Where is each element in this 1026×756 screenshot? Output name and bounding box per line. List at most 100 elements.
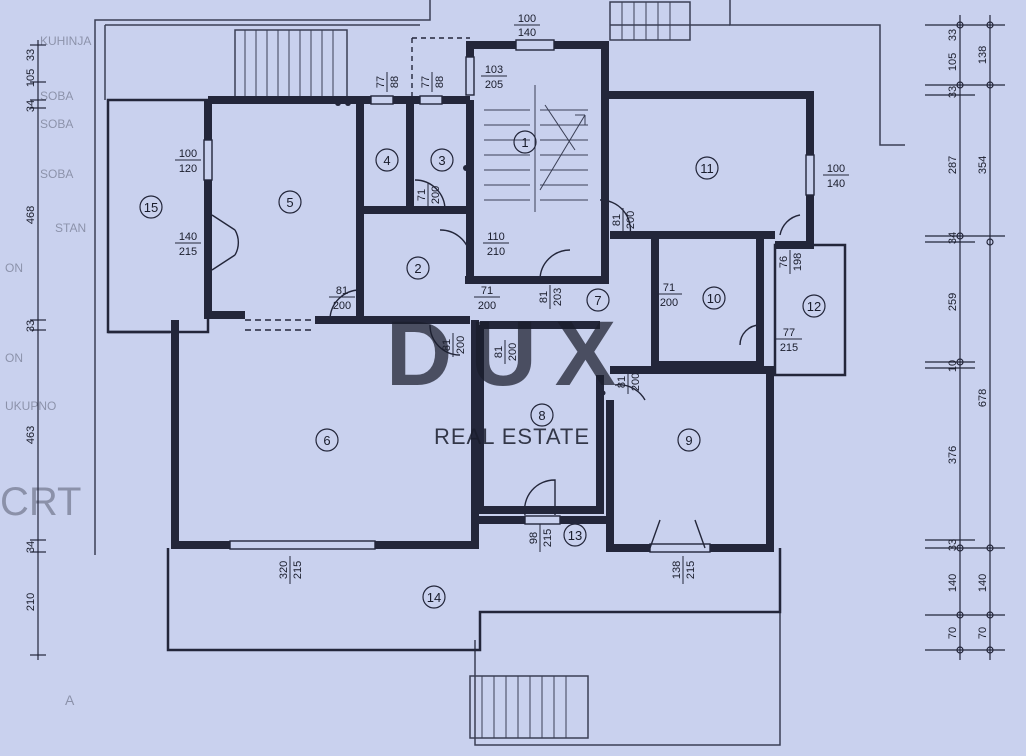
- svg-text:88: 88: [434, 76, 446, 88]
- svg-text:88: 88: [389, 76, 401, 88]
- thin-walls: [106, 98, 847, 652]
- dim-label: 463: [25, 426, 37, 444]
- room-numbers: 1 2 3 4 5 6 7 8 9 10 11 12 13 14 15: [144, 135, 821, 605]
- svg-text:120: 120: [179, 163, 197, 175]
- dim-label: 34: [25, 541, 37, 553]
- room-number: 1: [521, 135, 528, 150]
- svg-text:200: 200: [630, 373, 642, 391]
- dim-label: 10: [947, 360, 959, 372]
- svg-text:200: 200: [660, 297, 678, 309]
- dim-label: 34: [25, 100, 37, 112]
- svg-text:140: 140: [827, 178, 845, 190]
- room-markers: [139, 130, 826, 609]
- dim-label: 70: [977, 627, 989, 639]
- background-sheet-text: KUHINJA SOBA SOBA SOBA STAN ON ON UKUPNO…: [0, 34, 91, 708]
- svg-text:77: 77: [375, 76, 387, 88]
- room-number: 5: [286, 195, 293, 210]
- dim-label: 34: [947, 232, 959, 244]
- dim-label: 354: [977, 156, 989, 174]
- room-number: 10: [707, 291, 721, 306]
- right-dimension-labels-b: 138 354 678 140 70: [977, 46, 989, 639]
- svg-text:71: 71: [663, 282, 675, 294]
- bg-text: A: [65, 692, 75, 708]
- svg-text:320: 320: [278, 561, 290, 579]
- svg-text:210: 210: [487, 246, 505, 258]
- room-number: 3: [438, 153, 445, 168]
- svg-text:77: 77: [420, 76, 432, 88]
- dim-label: 33: [25, 320, 37, 332]
- svg-text:215: 215: [542, 529, 554, 547]
- svg-text:100: 100: [179, 148, 197, 160]
- svg-text:76: 76: [778, 256, 790, 268]
- bg-text: SOBA: [40, 167, 73, 181]
- svg-text:98: 98: [528, 532, 540, 544]
- dim-label: 376: [947, 446, 959, 464]
- dim-label: 468: [25, 206, 37, 224]
- svg-text:81: 81: [493, 346, 505, 358]
- bg-text: STAN: [55, 221, 86, 235]
- svg-text:198: 198: [792, 253, 804, 271]
- svg-text:100: 100: [827, 163, 845, 175]
- svg-text:200: 200: [625, 211, 637, 229]
- dim-label: 33: [947, 539, 959, 551]
- fixtures: [173, 100, 606, 396]
- openings-geometry: [203, 37, 815, 553]
- svg-text:100: 100: [518, 13, 536, 25]
- dim-label: 105: [947, 53, 959, 71]
- bg-text: SOBA: [40, 89, 73, 103]
- bg-text: CRT: [0, 480, 81, 524]
- dim-label: 33: [947, 29, 959, 41]
- room-number: 15: [144, 200, 158, 215]
- dim-label: 210: [25, 593, 37, 611]
- dim-label: 259: [947, 293, 959, 311]
- room-number: 6: [323, 433, 330, 448]
- dim-label: 33: [25, 49, 37, 61]
- room-number: 11: [700, 161, 714, 176]
- svg-text:203: 203: [552, 288, 564, 306]
- dim-label: 287: [947, 156, 959, 174]
- dim-label: 33: [947, 86, 959, 98]
- left-dimension-chain: [30, 40, 46, 660]
- stair-treads: [244, 2, 671, 738]
- svg-text:81: 81: [336, 285, 348, 297]
- dim-label: 678: [977, 389, 989, 407]
- svg-text:215: 215: [179, 246, 197, 258]
- svg-text:81: 81: [616, 376, 628, 388]
- room-number: 12: [807, 299, 821, 314]
- svg-text:215: 215: [292, 561, 304, 579]
- watermark-tagline: REAL ESTATE: [434, 424, 590, 449]
- svg-text:103: 103: [485, 64, 503, 76]
- svg-text:205: 205: [485, 79, 503, 91]
- bg-text: ON: [5, 261, 23, 275]
- left-dimension-labels: 33 105 34 468 33 463 34 210: [25, 49, 37, 611]
- watermark-brand: DUX: [386, 303, 634, 405]
- right-dimension-chain: [925, 15, 1005, 660]
- watermark: DUX REAL ESTATE: [386, 303, 634, 449]
- svg-text:81: 81: [538, 291, 550, 303]
- svg-text:215: 215: [780, 342, 798, 354]
- bg-text: SOBA: [40, 117, 73, 131]
- svg-text:200: 200: [430, 186, 442, 204]
- room-number: 4: [383, 153, 390, 168]
- svg-text:215: 215: [685, 561, 697, 579]
- dim-label: 105: [25, 69, 37, 87]
- svg-text:200: 200: [478, 300, 496, 312]
